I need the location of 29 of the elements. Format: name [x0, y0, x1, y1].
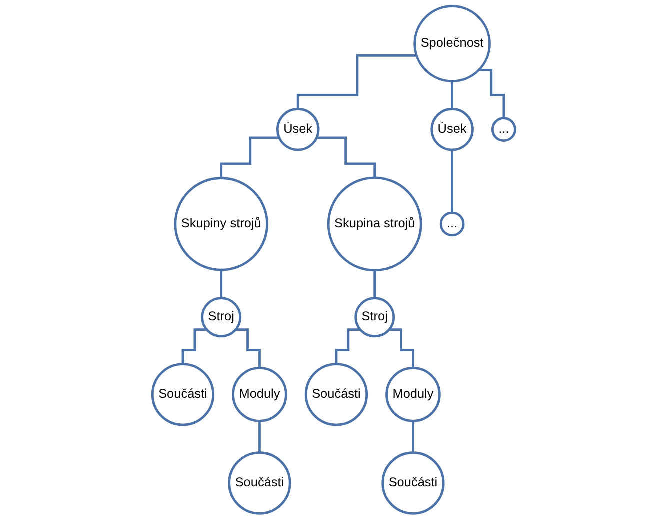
node-circle: Společnost — [413, 5, 491, 82]
node-circle: Úsek — [276, 108, 320, 152]
connector — [450, 80, 454, 110]
node-circle: ... — [491, 117, 516, 142]
connector — [316, 136, 376, 180]
node-circle: Stroj — [200, 297, 242, 338]
node-circle: Součásti — [228, 452, 291, 515]
node-circle: ... — [439, 212, 464, 237]
connector — [258, 420, 261, 454]
node-circle: Stroj — [354, 297, 395, 338]
connector — [296, 54, 416, 110]
connector — [478, 69, 505, 120]
connector — [450, 148, 454, 214]
connector — [334, 328, 360, 366]
node-circle: Součásti — [381, 452, 444, 515]
node-circle: Součásti — [151, 363, 214, 426]
node-circle: Moduly — [232, 366, 287, 422]
connector — [388, 328, 414, 370]
connector — [181, 328, 206, 366]
node-circle: Součásti — [304, 363, 368, 426]
node-circle: Moduly — [385, 366, 440, 422]
node-circle: Skupina strojů — [326, 176, 422, 272]
node-circle: Úsek — [430, 108, 474, 152]
node-circle: Skupiny strojů — [174, 177, 268, 272]
connector — [220, 136, 280, 180]
connector — [412, 420, 414, 454]
connector — [220, 268, 222, 300]
connector — [373, 269, 376, 300]
connector — [235, 328, 261, 370]
